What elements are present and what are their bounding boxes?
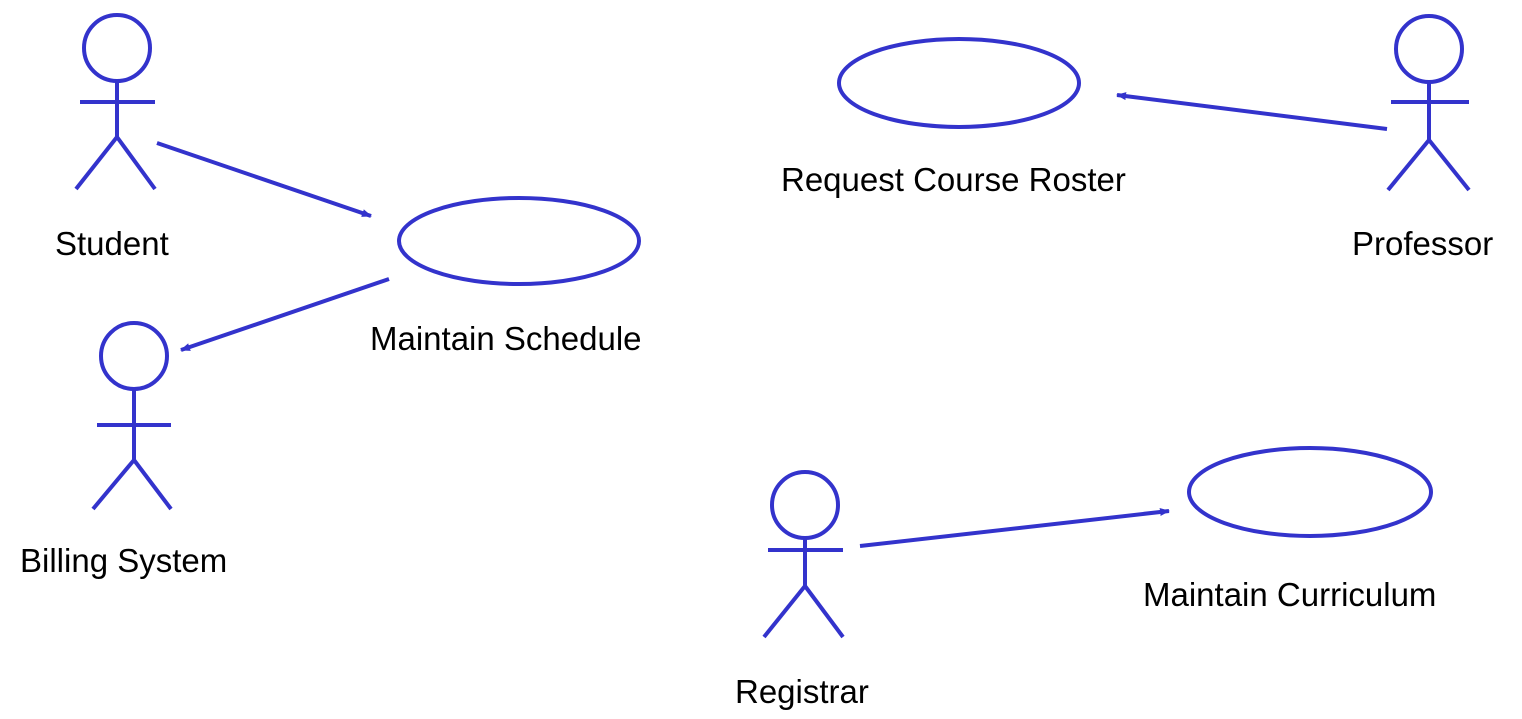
actor-billing-system (91, 321, 173, 511)
actor-student (74, 13, 157, 191)
use-case-maintain-schedule (397, 196, 641, 286)
use-case-maintain-curriculum (1187, 446, 1433, 538)
actor-head (82, 13, 152, 83)
actor-head (770, 470, 840, 540)
actor-professor (1386, 14, 1471, 192)
actor-label-professor: Professor (1352, 225, 1493, 262)
actor-head (1394, 14, 1464, 84)
use-case-request-course-roster (837, 37, 1081, 129)
actor-label-student: Student (55, 225, 169, 262)
association-student-maintain-schedule (156, 141, 372, 218)
association-professor-request-course-roster (1116, 92, 1388, 131)
actor-label-registrar: Registrar (735, 673, 869, 710)
use-case-label-maintain-schedule: Maintain Schedule (370, 320, 642, 357)
use-case-label-maintain-curriculum: Maintain Curriculum (1143, 576, 1436, 613)
actor-head (99, 321, 169, 391)
use-case-label-request-course-roster: Request Course Roster (781, 161, 1126, 198)
association-registrar-maintain-curriculum (859, 508, 1170, 548)
actor-label-billing-system: Billing System (20, 542, 227, 579)
actor-registrar (762, 470, 845, 639)
association-maintain-schedule-billing-system (180, 277, 390, 352)
